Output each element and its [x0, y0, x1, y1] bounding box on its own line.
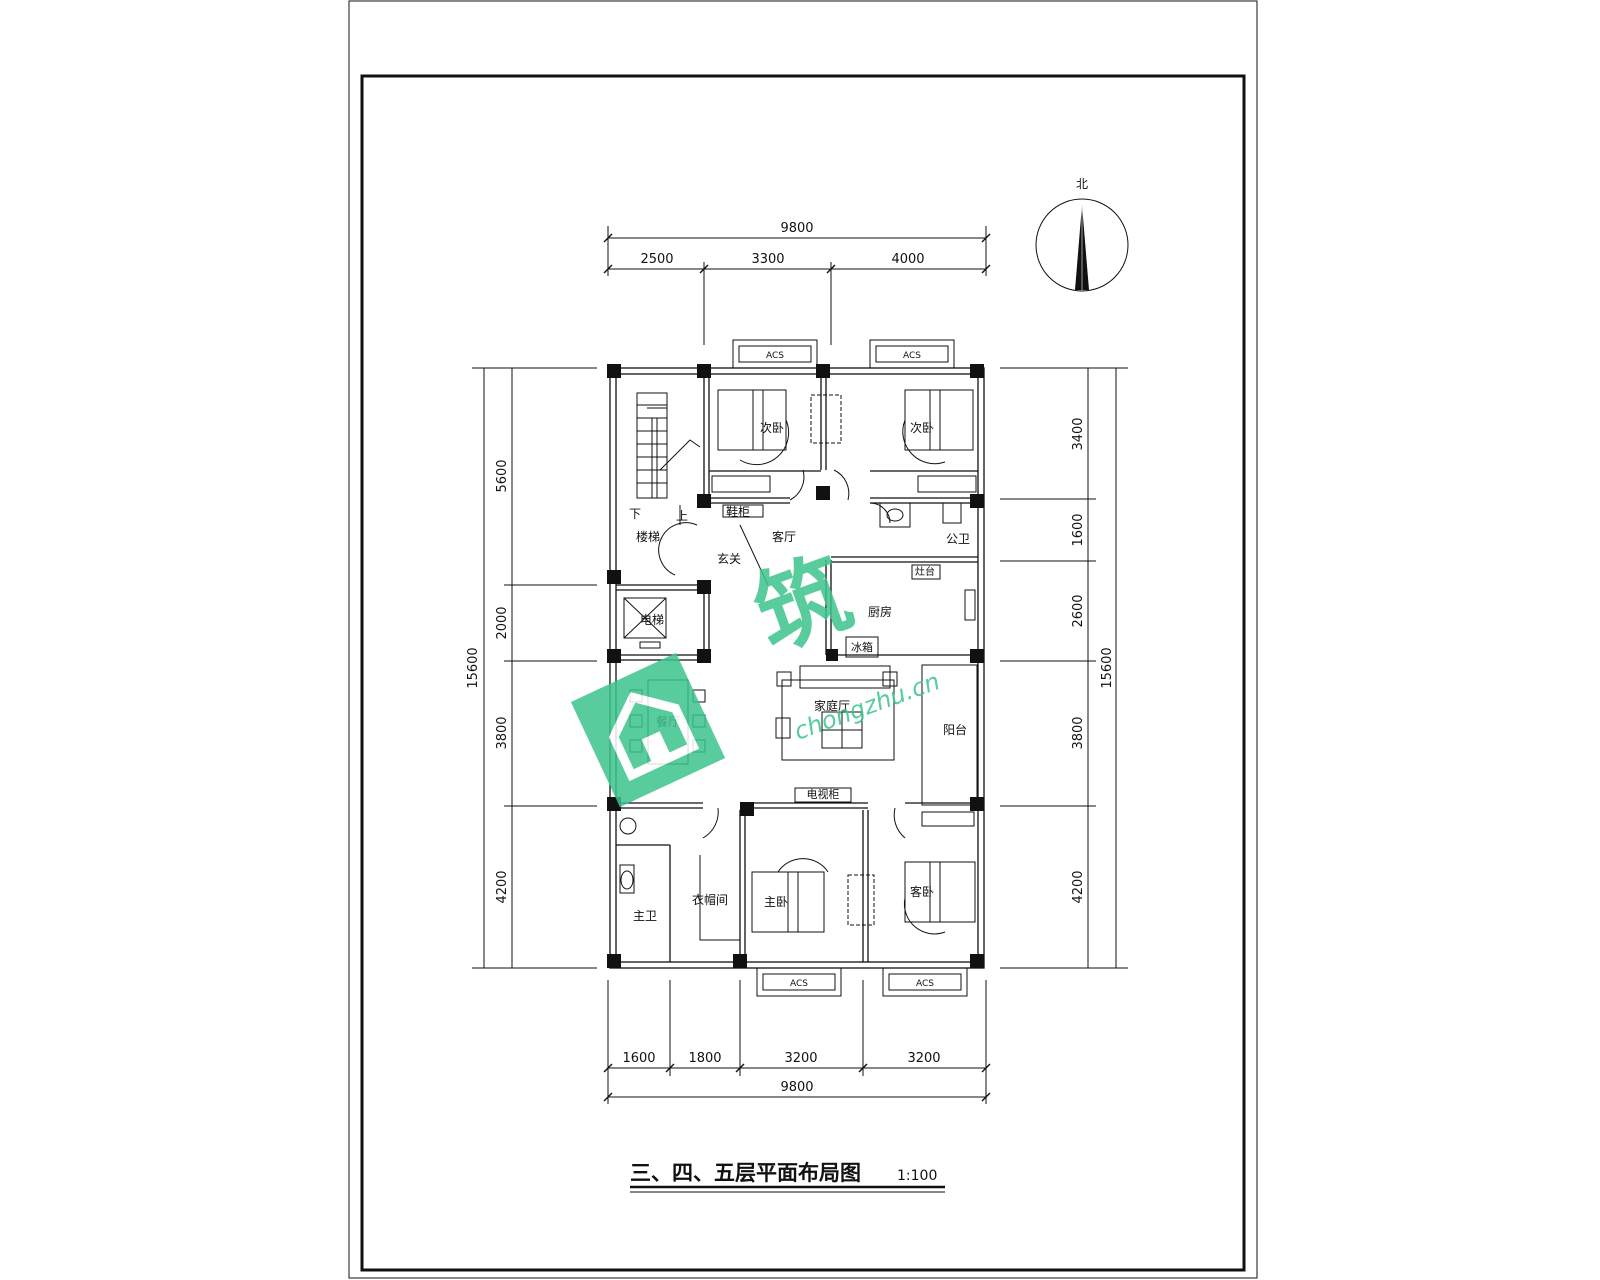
dim-right-seg-2: 1600 [1071, 513, 1086, 546]
room-label-kitchen: 厨房 [868, 604, 892, 619]
room-labels: 楼梯 下 上 次卧 次卧 鞋柜 玄关 客厅 公卫 灶台 厨房 冰箱 电梯 餐厅 … [629, 421, 970, 923]
watermark: 筑 chongzhu.cn [570, 539, 943, 808]
room-label-guest-hall: 客厅 [772, 529, 796, 544]
drawing-title: 三、四、五层平面布局图 [630, 1161, 861, 1185]
dim-top-total: 9800 [780, 221, 813, 236]
north-label: 北 [1076, 177, 1088, 191]
room-label-public-wc: 公卫 [946, 532, 970, 546]
structural-columns [607, 364, 984, 968]
dim-left-total: 15600 [466, 647, 481, 688]
room-label-family: 家庭厅 [814, 698, 850, 713]
dim-left-seg-3: 3800 [495, 716, 510, 749]
room-label-fridge: 冰箱 [851, 640, 873, 654]
watermark-house-icon [570, 652, 726, 808]
room-label-balcony: 阳台 [943, 722, 967, 737]
dim-right-seg-4: 3800 [1071, 716, 1086, 749]
dim-top-seg-1: 2500 [640, 252, 673, 267]
north-arrow: 北 [1035, 177, 1129, 292]
dimension-ticks [603, 233, 991, 1102]
room-label-master-bed: 主卧 [764, 895, 788, 909]
dim-bottom-seg-1: 1600 [622, 1051, 655, 1066]
dim-bottom-total: 9800 [780, 1080, 813, 1095]
room-label-cooktop: 灶台 [915, 565, 935, 578]
dim-top-seg-3: 4000 [891, 252, 924, 267]
room-label-bedroom-2-right: 次卧 [910, 421, 934, 435]
room-label-tv: 电视柜 [807, 787, 840, 801]
drawing-scale: 1:100 [897, 1168, 937, 1184]
room-label-stair-down: 下 [629, 507, 641, 521]
dim-bottom-seg-2: 1800 [688, 1051, 721, 1066]
room-label-elevator: 电梯 [640, 613, 664, 627]
window-tag-4: ACS [916, 979, 934, 989]
room-label-guest-bed: 客卧 [910, 884, 934, 899]
dim-right-seg-3: 2600 [1071, 594, 1086, 627]
dim-bottom-seg-3: 3200 [784, 1051, 817, 1066]
window-tag-2: ACS [903, 351, 921, 361]
dim-left-seg-4: 4200 [495, 870, 510, 903]
dim-right-seg-5: 4200 [1071, 870, 1086, 903]
sheet-inner-frame [360, 74, 1246, 1272]
dim-left-seg-2: 2000 [495, 606, 510, 639]
dim-right-seg-1: 3400 [1071, 417, 1086, 450]
walls [609, 367, 985, 969]
window-tag-3: ACS [790, 979, 808, 989]
dim-bottom-seg-4: 3200 [907, 1051, 940, 1066]
room-label-bedroom-2-left: 次卧 [760, 421, 784, 435]
room-label-closet: 衣帽间 [692, 892, 728, 907]
room-label-entry: 玄关 [717, 551, 741, 566]
room-label-stair: 楼梯 [636, 529, 660, 544]
window-tag-1: ACS [766, 351, 784, 361]
dim-top-seg-2: 3300 [751, 252, 784, 267]
dimension-lines [472, 226, 1128, 1104]
room-label-shoe-cabinet: 鞋柜 [726, 504, 750, 519]
room-label-stair-up: 上 [676, 509, 688, 523]
dim-right-total: 15600 [1100, 647, 1115, 688]
room-label-master-wc: 主卫 [633, 909, 657, 923]
dim-left-seg-1: 5600 [495, 459, 510, 492]
sheet-outer-border [348, 0, 1258, 1279]
